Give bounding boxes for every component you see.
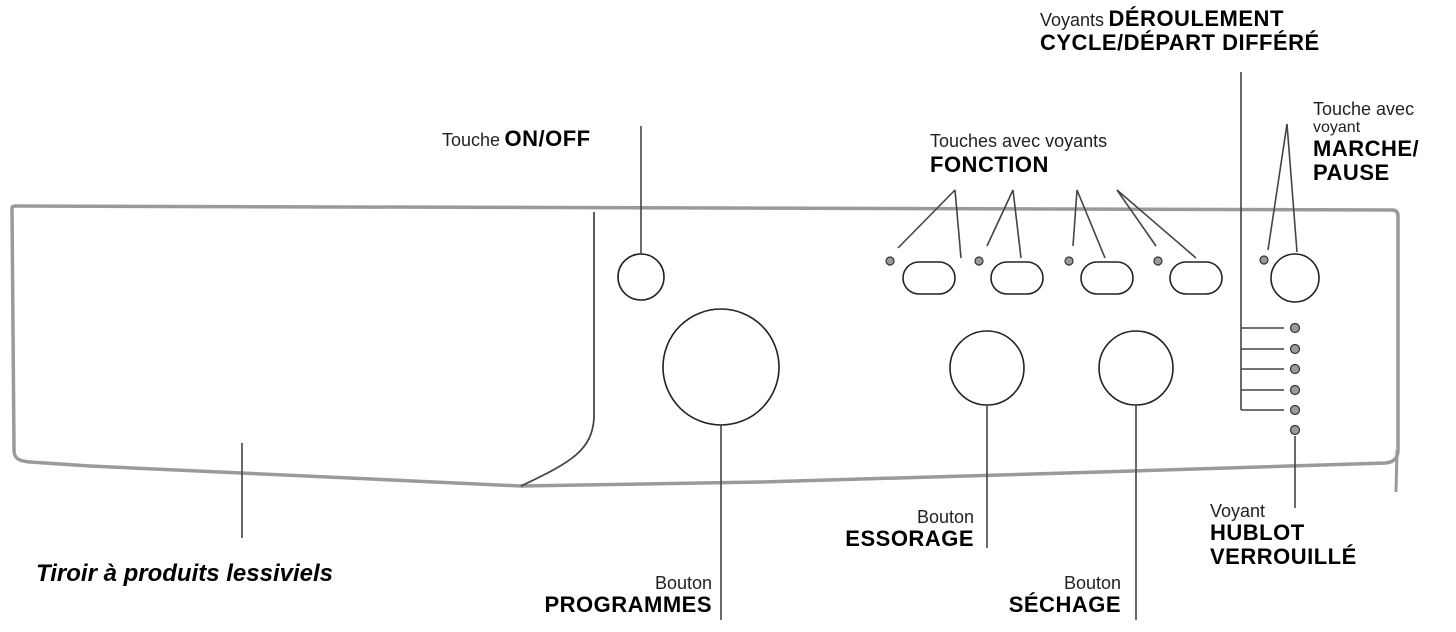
label-essorage-bold: ESSORAGE [845, 526, 974, 551]
marche-pause-led [1259, 255, 1269, 265]
panel-side-stub [1394, 449, 1399, 493]
label-programmes: Bouton PROGRAMMES [544, 574, 712, 616]
deroulement-led-5 [1289, 404, 1301, 416]
label-hublot-bold2: VERROUILLÉ [1210, 544, 1357, 569]
label-on-off-prefix: Touche [442, 130, 501, 150]
function-button-1[interactable] [902, 261, 956, 295]
label-hublot-small: Voyant [1210, 501, 1266, 521]
programmes-knob[interactable] [662, 308, 780, 426]
label-marche-pause-bold2: PAUSE [1313, 160, 1390, 185]
label-hublot-bold1: HUBLOT [1210, 520, 1305, 545]
label-on-off-bold: ON/OFF [504, 126, 591, 151]
label-essorage-small: Bouton [916, 507, 974, 527]
function-led-1 [885, 256, 895, 266]
label-sechage-bold: SÉCHAGE [1008, 592, 1121, 617]
function-led-4 [1153, 256, 1163, 266]
label-deroulement-bold2: CYCLE/DÉPART DIFFÉRÉ [1040, 30, 1320, 55]
label-sechage-small: Bouton [1063, 573, 1121, 593]
function-group-3 [1064, 256, 1134, 295]
marche-pause-button[interactable] [1270, 253, 1320, 303]
marche-pause-leader-button [1286, 123, 1298, 253]
function-group-4 [1153, 256, 1223, 295]
marche-pause-leader-led [1267, 123, 1288, 251]
deroulement-led-3 [1289, 363, 1301, 375]
label-programmes-small: Bouton [654, 573, 712, 593]
deroulement-leds [1241, 322, 1301, 416]
label-marche-pause-bold1: MARCHE/ [1313, 136, 1420, 161]
label-fonction: Touches avec voyants FONCTION [930, 132, 1107, 176]
deroulement-led-2 [1289, 343, 1301, 355]
label-fonction-line1: Touches avec voyants [930, 131, 1108, 151]
function-group-2 [974, 256, 1044, 295]
label-on-off: Touche ON/OFF [442, 128, 591, 150]
label-deroulement-prefix: Voyants [1040, 10, 1105, 30]
label-fonction-bold: FONCTION [930, 152, 1049, 177]
essorage-knob[interactable] [949, 330, 1025, 406]
label-hublot: Voyant HUBLOT VERROUILLÉ [1210, 502, 1357, 568]
drawer-divider [520, 212, 595, 487]
function-button-2[interactable] [990, 261, 1044, 295]
function-button-4[interactable] [1169, 261, 1223, 295]
deroulement-led-1 [1289, 322, 1301, 334]
label-marche-pause-line2: voyant [1313, 119, 1361, 136]
hublot-led [1289, 424, 1301, 436]
deroulement-led-4 [1289, 384, 1301, 396]
function-button-3[interactable] [1080, 261, 1134, 295]
function-led-2 [974, 256, 984, 266]
on-off-button[interactable] [617, 253, 665, 301]
sechage-knob[interactable] [1098, 330, 1174, 406]
fonction-leaders [897, 189, 1197, 259]
label-programmes-bold: PROGRAMMES [544, 592, 712, 617]
label-sechage: Bouton SÉCHAGE [1009, 574, 1121, 616]
function-led-3 [1064, 256, 1074, 266]
label-deroulement-bold1: DÉROULEMENT [1108, 6, 1284, 31]
label-marche-pause: Touche avec voyant MARCHE/ PAUSE [1313, 100, 1419, 184]
label-essorage: Bouton ESSORAGE [845, 508, 974, 550]
label-tiroir: Tiroir à produits lessiviels [36, 560, 333, 587]
label-deroulement: Voyants DÉROULEMENT CYCLE/DÉPART DIFFÉRÉ [1040, 8, 1320, 54]
function-group-1 [885, 256, 956, 295]
label-marche-pause-line1: Touche avec [1313, 99, 1415, 119]
